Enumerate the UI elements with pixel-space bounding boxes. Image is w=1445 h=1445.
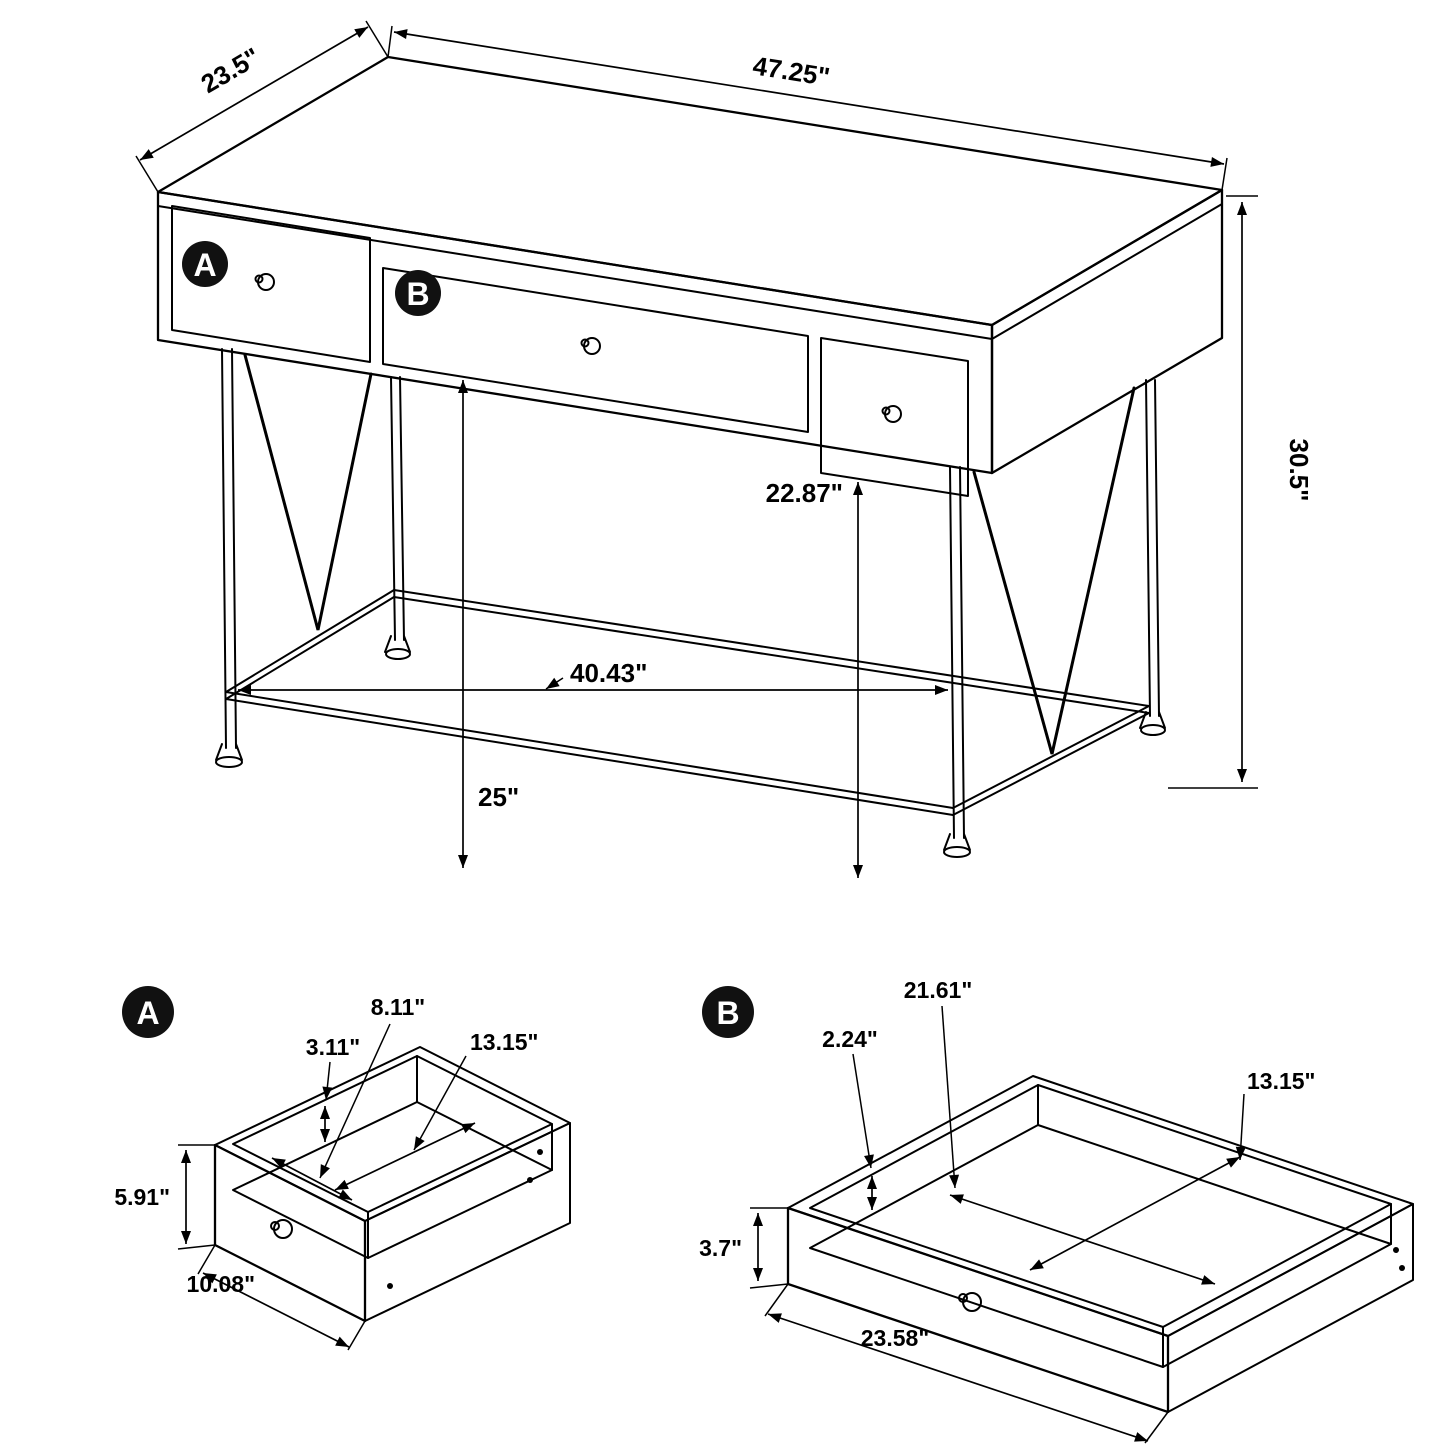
drawer-b-side-wall — [1167, 1203, 1414, 1413]
desk-drawers — [171, 205, 969, 497]
marker-a-badge: A — [182, 241, 228, 287]
drawer-b-rim-outer — [787, 1075, 1414, 1337]
back-left-foot — [385, 648, 411, 660]
dim-b-interior-depth-label: 13.15" — [1247, 1068, 1315, 1094]
dim-drawer-bottom-height-label: 22.87" — [766, 478, 843, 508]
drawer-a-detail-badge: A — [122, 986, 174, 1038]
drawer-b-detail-view: B 3.7" 23. — [699, 977, 1414, 1444]
back-right-foot — [1140, 724, 1166, 736]
left-v-leg — [243, 353, 373, 631]
desk-side-panel — [990, 188, 1224, 475]
desk-body — [156, 55, 1224, 475]
dim-knee-clearance-label: 25" — [478, 782, 519, 812]
drawer-b-detail-knob-icon — [958, 1292, 982, 1312]
dim-top-width-label: 47.25" — [751, 50, 832, 92]
drawer-a-detail-label: A — [136, 995, 159, 1031]
dim-b-front-width-label: 23.58" — [861, 1325, 929, 1351]
dim-a-interior-width: 8.11" — [271, 994, 425, 1201]
front-right-leg — [943, 466, 971, 858]
drawer-a-interior-bottom — [232, 1101, 553, 1259]
dim-b-front-height: 3.7" — [699, 1207, 789, 1289]
dim-a-front-height-label: 5.91" — [114, 1184, 170, 1210]
dim-b-interior-height: 2.24" — [822, 1026, 878, 1210]
desk-top-edge-side — [991, 203, 1223, 340]
dim-knee-clearance: 25" — [458, 380, 519, 868]
dim-a-front-width: 10.08" — [187, 1244, 366, 1351]
dim-top-width: 47.25" — [387, 25, 1228, 191]
dim-top-depth: 23.5" — [135, 20, 389, 193]
drawer-a-detail-view: A 5.91" — [114, 986, 571, 1351]
back-left-leg — [384, 376, 411, 660]
marker-b-badge: B — [395, 270, 441, 316]
dim-overall-height-label: 30.5" — [1284, 439, 1314, 502]
dim-b-interior-width: 21.61" — [904, 977, 1216, 1285]
dim-a-interior-height: 3.11" — [306, 1034, 360, 1142]
screw-dot — [387, 1283, 393, 1289]
dim-b-interior-depth: 13.15" — [1029, 1068, 1315, 1271]
dim-a-front-height: 5.91" — [114, 1144, 216, 1250]
drawer-b-box — [786, 1075, 1414, 1414]
dim-b-front-height-label: 3.7" — [699, 1235, 742, 1261]
dim-a-interior-depth-label: 13.15" — [470, 1029, 538, 1055]
dim-b-interior-width-label: 21.61" — [904, 977, 972, 1003]
dim-top-depth-label: 23.5" — [196, 41, 265, 99]
screw-dot — [1399, 1265, 1405, 1271]
front-right-foot — [943, 846, 971, 858]
drawer-b-front — [382, 267, 809, 433]
marker-b-label: B — [406, 276, 429, 312]
dim-leg-span: 40.43" — [238, 658, 948, 695]
drawer-b-knob-icon — [580, 337, 601, 355]
drawer-a-rim-inner — [232, 1055, 553, 1213]
screw-dot — [527, 1177, 533, 1183]
dim-a-interior-depth: 13.15" — [334, 1029, 538, 1191]
desk-apron-front — [156, 190, 994, 475]
screw-dot — [537, 1149, 543, 1155]
drawer-a-detail-knob-icon — [270, 1219, 293, 1239]
dim-a-front-width-label: 10.08" — [187, 1271, 255, 1297]
drawer-b-detail-badge: B — [702, 986, 754, 1038]
drawer-right-knob-icon — [881, 405, 902, 423]
desk-isometric-view: A B 47.25" 23.5" 30.5" — [135, 20, 1314, 878]
screw-dot — [1393, 1247, 1399, 1253]
desk-top-edge-front — [157, 205, 993, 340]
dim-overall-height: 30.5" — [1168, 195, 1314, 789]
dim-drawer-bottom-height: 22.87" — [766, 478, 863, 878]
dim-b-interior-height-label: 2.24" — [822, 1026, 878, 1052]
dim-leg-span-label: 40.43" — [570, 658, 647, 688]
back-right-leg — [1139, 379, 1166, 736]
front-left-foot — [215, 756, 243, 768]
right-v-leg — [972, 386, 1136, 755]
drawer-a-knob-icon — [254, 273, 275, 291]
front-left-leg — [215, 348, 243, 768]
drawer-a-box — [213, 1046, 571, 1323]
marker-a-label: A — [193, 247, 216, 283]
drawer-a-front — [171, 205, 371, 363]
dim-b-front-width: 23.58" — [764, 1283, 1169, 1444]
drawer-right-front — [820, 337, 969, 497]
stretcher-frame — [225, 589, 1150, 816]
drawer-b-detail-label: B — [716, 995, 739, 1031]
drawer-a-rim-outer — [214, 1046, 571, 1222]
dim-a-interior-width-label: 8.11" — [371, 994, 425, 1020]
dim-a-interior-height-label: 3.11" — [306, 1034, 360, 1060]
